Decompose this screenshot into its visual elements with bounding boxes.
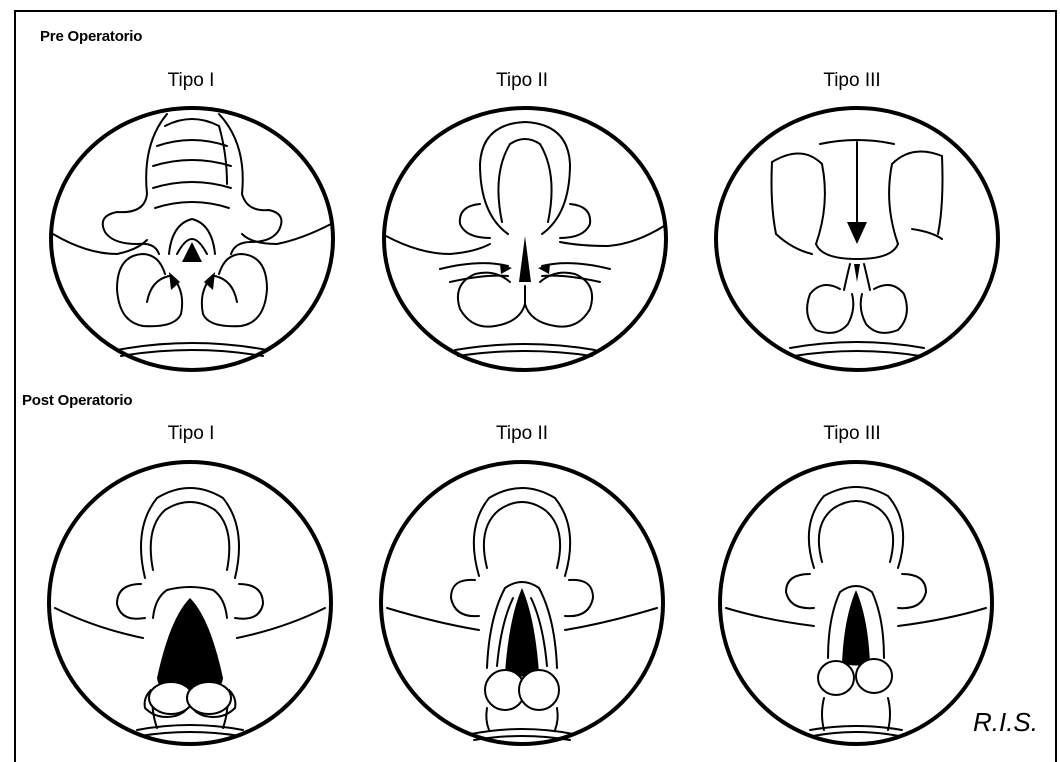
- post-type-3-label: Tipo III: [772, 423, 932, 445]
- author-credit: R.I.S.: [973, 707, 1038, 738]
- pre-tipo-2-laryngoscopic-view: [380, 104, 670, 374]
- post-tipo-3-laryngoscopic-view: [716, 458, 996, 748]
- post-type-2-label: Tipo II: [442, 423, 602, 445]
- post-tipo-2-laryngoscopic-view: [377, 458, 667, 748]
- pre-type-2-label: Tipo II: [442, 70, 602, 92]
- pre-type-1-label: Tipo I: [111, 70, 271, 92]
- pre-type-3-label: Tipo III: [772, 70, 932, 92]
- pre-tipo-3-laryngoscopic-view: [712, 104, 1002, 374]
- pre-tipo-1-laryngoscopic-view: [47, 104, 337, 374]
- post-operatorio-heading: Post Operatorio: [22, 392, 132, 409]
- pre-operatorio-heading: Pre Operatorio: [40, 28, 142, 45]
- post-type-1-label: Tipo I: [111, 423, 271, 445]
- post-tipo-1-laryngoscopic-view: [45, 458, 335, 748]
